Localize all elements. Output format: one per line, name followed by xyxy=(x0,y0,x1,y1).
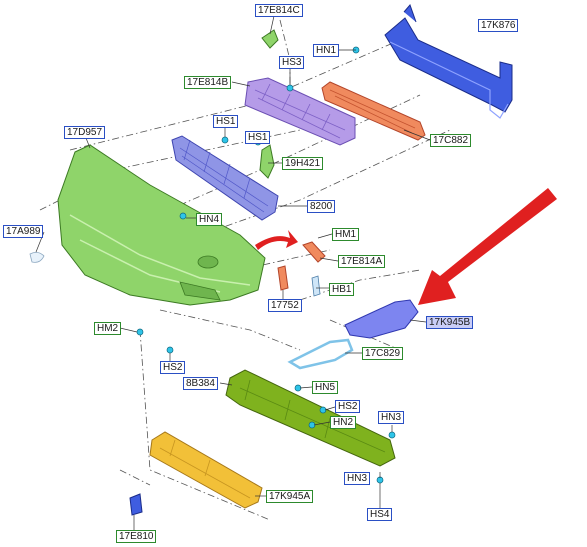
label-19h421: 19H421 xyxy=(282,157,324,170)
label-hb1: HB1 xyxy=(329,283,355,296)
grille-bracket-17e814b xyxy=(244,77,356,146)
label-hn4: HN4 xyxy=(196,213,223,226)
undertray-8b384 xyxy=(225,369,396,467)
label-17k945a: 17K945A xyxy=(266,490,314,503)
label-17c882: 17C882 xyxy=(430,134,472,147)
label-17c829: 17C829 xyxy=(362,347,404,360)
label-hm2: HM2 xyxy=(94,322,122,335)
bumper-cover-17d957 xyxy=(57,144,266,306)
label-hs1-upper: HS1 xyxy=(213,115,239,128)
red-callout-arrow-small xyxy=(255,230,298,250)
grille-8200 xyxy=(171,135,279,221)
label-8b384: 8B384 xyxy=(183,377,218,390)
label-17d957: 17D957 xyxy=(64,126,106,139)
bracket-19h421 xyxy=(259,144,275,179)
bracket-17752 xyxy=(277,265,289,291)
label-hm1: HM1 xyxy=(332,228,360,241)
label-hs2-right: HS2 xyxy=(335,400,361,413)
bezel-17k945b xyxy=(344,299,419,339)
nozzle-17a989 xyxy=(29,252,45,263)
label-17e814c: 17E814C xyxy=(255,4,303,17)
bolt-hb1 xyxy=(311,275,321,297)
label-17e814b: 17E814B xyxy=(184,76,232,89)
label-hn2: HN2 xyxy=(330,416,357,429)
clip-17e810 xyxy=(129,493,143,516)
label-hs3: HS3 xyxy=(279,56,305,69)
label-hn3-upper: HN3 xyxy=(378,411,405,424)
label-hn5: HN5 xyxy=(312,381,339,394)
label-8200: 8200 xyxy=(307,200,336,213)
label-17k945b: 17K945B xyxy=(426,316,474,329)
label-hs2-left: HS2 xyxy=(160,361,186,374)
label-hs4: HS4 xyxy=(367,508,393,521)
trim-ring-17c829 xyxy=(287,338,354,370)
bracket-17e814a xyxy=(302,241,326,263)
splitter-17k945a xyxy=(149,431,263,509)
bumper-beam-17k876 xyxy=(384,4,513,119)
label-17e814a: 17E814A xyxy=(338,255,386,268)
label-hn1: HN1 xyxy=(313,44,340,57)
label-hn3-lower: HN3 xyxy=(344,472,371,485)
label-17752: 17752 xyxy=(268,299,302,312)
label-hs1-lower: HS1 xyxy=(245,131,271,144)
energy-absorber-17c882 xyxy=(321,81,426,141)
label-17k876: 17K876 xyxy=(478,19,519,32)
label-17e810: 17E810 xyxy=(116,530,157,543)
label-17a989: 17A989 xyxy=(3,225,44,238)
red-callout-arrow-large xyxy=(418,188,557,305)
